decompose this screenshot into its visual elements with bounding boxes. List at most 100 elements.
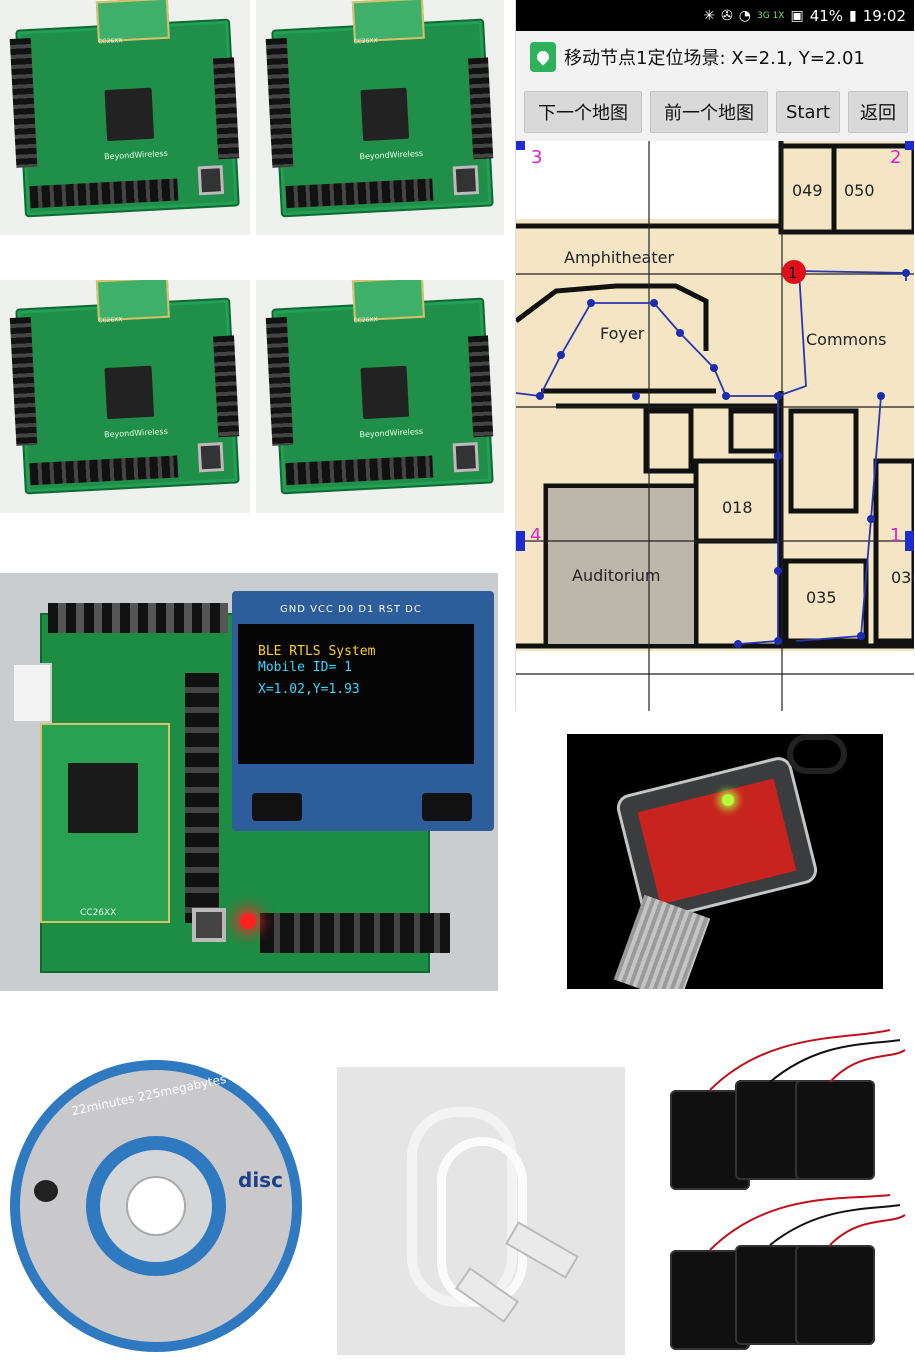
pin-header-side xyxy=(185,673,219,923)
mcu-chip xyxy=(104,86,154,141)
battery-wires xyxy=(709,1029,906,1251)
room-label: Foyer xyxy=(600,324,645,343)
module-label: CC26XX xyxy=(353,316,378,325)
anchor-marker xyxy=(905,141,914,150)
room-label: Commons xyxy=(806,330,886,349)
pin-header-bottom xyxy=(285,456,433,486)
brand-label: BeyondWireless xyxy=(103,148,168,161)
push-button xyxy=(197,442,225,474)
brand-label: BeyondWireless xyxy=(359,148,424,161)
push-button xyxy=(197,164,225,195)
pin-header-right xyxy=(213,336,240,438)
pin-header-right xyxy=(467,336,494,438)
power-led xyxy=(722,794,734,806)
node-label: 1 xyxy=(788,264,798,282)
location-pin-icon xyxy=(530,42,556,72)
clock: 19:02 xyxy=(862,6,906,25)
pin-header-left xyxy=(265,317,293,447)
oled-display: BLE RTLS System Mobile ID= 1 X=1.02,Y=1.… xyxy=(236,622,476,772)
module-label: CC26XX xyxy=(80,908,117,918)
floor-plan-map[interactable]: 049 050 Amphitheater Foyer Commons 018 A… xyxy=(516,141,914,711)
status-bar: ✳ ✇ ◔ 3G 1X ▣ 41% ▮ 19:02 xyxy=(516,0,914,31)
board-photo-1: CC26XX BeyondWireless xyxy=(0,0,250,235)
anchor-label: 1 xyxy=(890,525,901,546)
pcb-board: CC26XX BeyondWireless xyxy=(265,0,494,217)
vibrate-icon: ✇ xyxy=(721,7,733,24)
pcb-antenna xyxy=(351,280,425,322)
pcb-antenna xyxy=(351,0,425,42)
mcu-chip xyxy=(104,366,154,420)
brand-label: BeyondWireless xyxy=(103,427,168,440)
floor-plan-svg: 049 050 Amphitheater Foyer Commons 018 A… xyxy=(516,141,914,711)
push-button xyxy=(452,164,479,195)
room-label: 049 xyxy=(792,181,823,200)
anchor-label: 2 xyxy=(890,147,901,168)
usb-cable xyxy=(787,734,847,774)
anchor-marker xyxy=(905,531,914,551)
room-label: 035 xyxy=(806,588,837,607)
board-photo-4: CC26XX BeyondWireless xyxy=(256,280,504,513)
room-label: 018 xyxy=(722,498,753,517)
pcb-board: CC26XX BeyondWireless xyxy=(265,280,494,496)
back-button[interactable]: 返回 xyxy=(848,91,908,133)
board-photo-3: CC26XX BeyondWireless xyxy=(0,280,250,513)
sim-icon: ▣ xyxy=(790,7,804,24)
oled-screen: BLE RTLS System Mobile ID= 1 X=1.02,Y=1.… xyxy=(238,624,474,764)
pcb-antenna xyxy=(96,0,170,42)
battery-holder-photo xyxy=(650,1020,915,1365)
pin-header-right xyxy=(467,56,494,159)
battery-holder xyxy=(795,1245,875,1345)
app-title-bar: 移动节点1定位场景: X=2.1, Y=2.01 xyxy=(516,31,914,83)
anchor-label: 4 xyxy=(530,525,541,546)
next-map-button[interactable]: 下一个地图 xyxy=(524,91,642,133)
pin-header-bottom xyxy=(260,913,450,953)
mcu-chip xyxy=(360,366,409,420)
mount-hole xyxy=(422,793,472,821)
wifi-icon: ◔ xyxy=(738,7,752,24)
pcb-board: CC26XX BeyondWireless xyxy=(9,280,240,496)
brand-label: BeyondWireless xyxy=(359,427,424,440)
pcb-board: CC26XX BeyondWireless xyxy=(9,0,240,217)
cd-photo: 22minutes 225megabytes disc xyxy=(0,1050,312,1360)
push-button xyxy=(452,442,479,474)
mcu-chip xyxy=(68,763,138,833)
battery-icon: ▮ xyxy=(849,7,857,24)
disc-logo: disc xyxy=(238,1168,283,1192)
anchor-label: 3 xyxy=(531,147,542,168)
pin-header-left xyxy=(9,317,38,447)
page-title: 移动节点1定位场景: X=2.1, Y=2.01 xyxy=(564,48,865,69)
room-label: 036 xyxy=(891,568,914,587)
battery-percent: 41% xyxy=(809,6,844,25)
room-label: Amphitheater xyxy=(564,248,674,267)
oled-line-3: X=1.02,Y=1.93 xyxy=(258,682,360,697)
phone-screen: ✳ ✇ ◔ 3G 1X ▣ 41% ▮ 19:02 移动节点1定位场景: X=2… xyxy=(515,0,914,711)
module-label: CC26XX xyxy=(98,316,123,325)
pin-header-left xyxy=(265,37,293,168)
room-label: 050 xyxy=(844,181,875,200)
power-connector xyxy=(12,663,52,723)
start-button[interactable]: Start xyxy=(776,91,840,133)
network-icon: 3G 1X xyxy=(757,10,785,21)
module-label: CC26XX xyxy=(97,36,123,45)
prev-map-button[interactable]: 前一个地图 xyxy=(650,91,768,133)
status-led xyxy=(240,913,256,929)
pin-header-bottom xyxy=(29,177,179,208)
map-toolbar: 下一个地图 前一个地图 Start 返回 xyxy=(516,83,914,141)
pin-header-left xyxy=(9,37,38,168)
usb-cable-photo xyxy=(337,1067,625,1355)
room-label: Auditorium xyxy=(572,566,661,585)
mcu-chip xyxy=(360,86,409,141)
module-label: CC26XX xyxy=(353,36,378,45)
mount-hole xyxy=(252,793,302,821)
panda-icon xyxy=(34,1180,58,1202)
battery-holder xyxy=(795,1080,875,1180)
pin-header-bottom xyxy=(29,456,179,486)
bluetooth-icon: ✳ xyxy=(703,7,716,24)
reset-button xyxy=(192,908,226,942)
anchor-marker xyxy=(516,531,525,551)
mobile-node-marker xyxy=(782,260,806,284)
anchor-marker xyxy=(516,141,525,150)
debugger-photo xyxy=(567,734,883,989)
oled-line-1: BLE RTLS System xyxy=(258,644,376,659)
pin-header-right xyxy=(213,56,240,159)
